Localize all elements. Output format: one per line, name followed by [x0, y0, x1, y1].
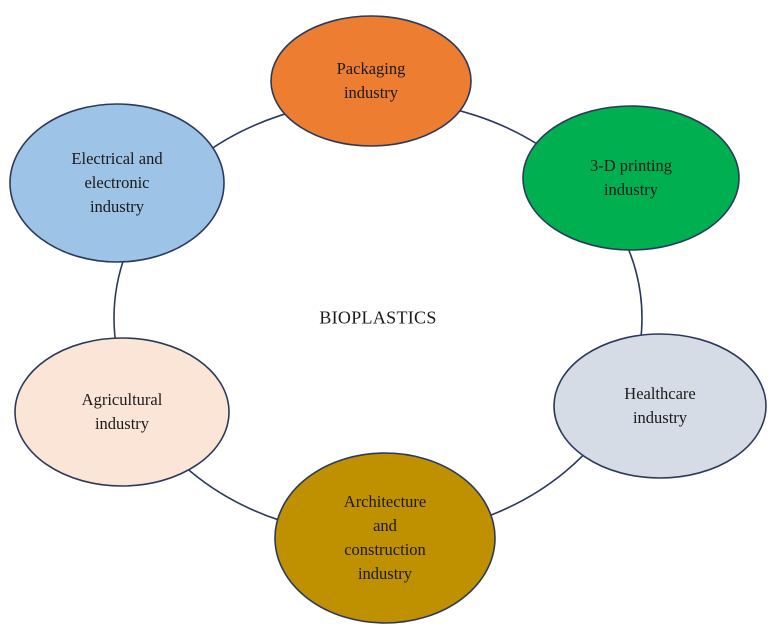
node-label-line: industry	[89, 197, 145, 216]
node-label-line: industry	[343, 83, 399, 102]
node-label-line: industry	[94, 414, 150, 433]
node-ellipse-packaging	[270, 15, 472, 147]
node-label-line: Agricultural	[81, 390, 163, 409]
node-label-packaging: Packaging industry	[337, 57, 406, 105]
node-label-healthcare: Healthcare industry	[624, 382, 695, 430]
node-label-line: and	[373, 516, 397, 535]
node-label-line: industry	[357, 564, 413, 583]
node-label-line: Architecture	[343, 492, 427, 511]
node-label-architecture: Architecture and construction industry	[344, 490, 426, 586]
node-label-line: Packaging	[336, 59, 406, 78]
node-label-agricultural: Agricultural industry	[82, 388, 163, 436]
node-ellipse-healthcare	[553, 333, 767, 479]
node-ellipse-electrical	[9, 103, 225, 263]
center-label-bioplastics: BIOPLASTICS	[319, 307, 437, 328]
node-label-line: Healthcare	[624, 384, 696, 403]
node-ellipse-architecture	[274, 452, 496, 624]
node-label-line: construction	[344, 540, 426, 559]
node-label-line: electronic	[84, 173, 150, 192]
node-ellipse-agricultural	[14, 337, 230, 487]
node-ellipse-3d-printing	[522, 105, 740, 251]
node-label-electrical: Electrical and electronic industry	[71, 147, 162, 219]
node-label-line: Electrical and	[71, 149, 163, 168]
node-label-3d-printing: 3-D printing industry	[590, 154, 672, 202]
node-label-line: 3-D printing	[589, 156, 673, 175]
node-label-line: industry	[632, 408, 688, 427]
node-label-line: industry	[603, 180, 659, 199]
